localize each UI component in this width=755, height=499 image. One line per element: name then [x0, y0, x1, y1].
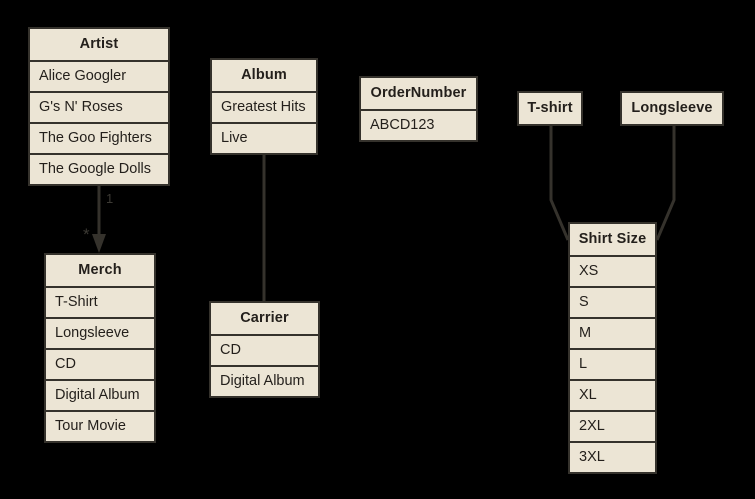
entity-row[interactable]: Tour Movie	[46, 410, 154, 441]
entity-header-t-shirt: T-shirt	[519, 93, 581, 124]
connector-longsleeve-to-shirt-size	[655, 122, 676, 241]
connector-tshirt-to-shirt-size	[549, 122, 570, 241]
entity-order-number[interactable]: OrderNumber ABCD123	[359, 76, 478, 142]
entity-artist[interactable]: Artist Alice Googler G's N' Roses The Go…	[28, 27, 170, 186]
entity-t-shirt[interactable]: T-shirt	[517, 91, 583, 126]
entity-header-shirt-size: Shirt Size	[570, 224, 655, 255]
cardinality-label-many: *	[83, 225, 90, 244]
connector-line-tshirt-shirtsize	[549, 122, 570, 241]
entity-header-album: Album	[212, 60, 316, 91]
entity-row[interactable]: The Google Dolls	[30, 153, 168, 184]
entity-row[interactable]: G's N' Roses	[30, 91, 168, 122]
entity-row[interactable]: XS	[570, 255, 655, 286]
entity-row[interactable]: Alice Googler	[30, 60, 168, 91]
entity-row[interactable]: L	[570, 348, 655, 379]
cardinality-label-one: 1	[106, 191, 114, 206]
entity-row[interactable]: T-Shirt	[46, 286, 154, 317]
entity-longsleeve[interactable]: Longsleeve	[620, 91, 724, 126]
entity-header-merch: Merch	[46, 255, 154, 286]
entity-row[interactable]: Digital Album	[46, 379, 154, 410]
entity-row[interactable]: 2XL	[570, 410, 655, 441]
entity-row[interactable]: CD	[46, 348, 154, 379]
entity-album[interactable]: Album Greatest Hits Live	[210, 58, 318, 155]
entity-carrier[interactable]: Carrier CD Digital Album	[209, 301, 320, 398]
entity-header-carrier: Carrier	[211, 303, 318, 334]
entity-header-order-number: OrderNumber	[361, 78, 476, 109]
entity-header-artist: Artist	[30, 29, 168, 60]
entity-row[interactable]: CD	[211, 334, 318, 365]
entity-row[interactable]: Live	[212, 122, 316, 153]
entity-row[interactable]: M	[570, 317, 655, 348]
connector-line-longsleeve-shirtsize	[655, 122, 676, 241]
entity-merch[interactable]: Merch T-Shirt Longsleeve CD Digital Albu…	[44, 253, 156, 443]
entity-row[interactable]: S	[570, 286, 655, 317]
entity-row[interactable]: Digital Album	[211, 365, 318, 396]
entity-row[interactable]: XL	[570, 379, 655, 410]
entity-row[interactable]: 3XL	[570, 441, 655, 472]
entity-row[interactable]: Longsleeve	[46, 317, 154, 348]
entity-shirt-size[interactable]: Shirt Size XS S M L XL 2XL 3XL	[568, 222, 657, 474]
arrowhead-merch	[92, 234, 106, 253]
entity-row[interactable]: Greatest Hits	[212, 91, 316, 122]
entity-row[interactable]: ABCD123	[361, 109, 476, 140]
connector-artist-to-merch	[92, 184, 106, 253]
entity-row[interactable]: The Goo Fighters	[30, 122, 168, 153]
entity-header-longsleeve: Longsleeve	[622, 93, 722, 124]
